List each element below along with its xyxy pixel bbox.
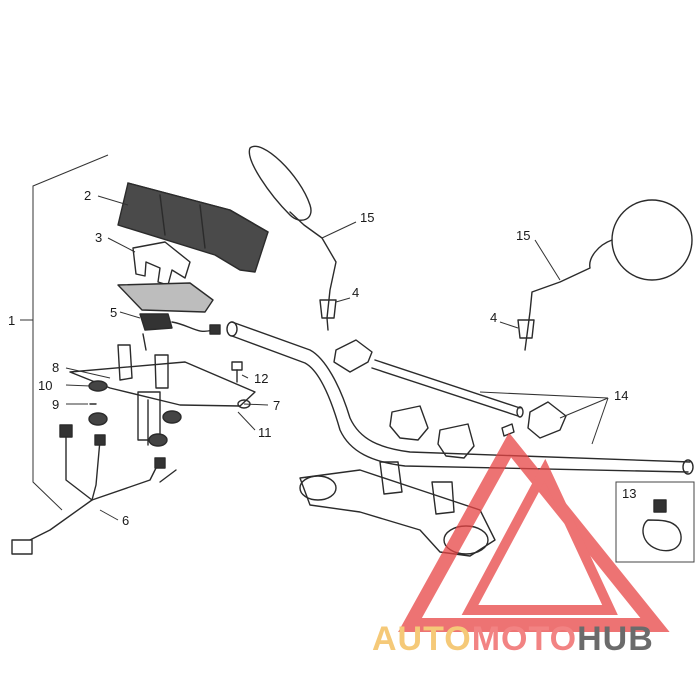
- callout-5: 5: [110, 305, 117, 320]
- triple-clamp: [299, 461, 496, 557]
- crossbar-rod: [371, 359, 524, 418]
- callout-10: 10: [38, 378, 52, 393]
- mirror-left: [248, 145, 337, 331]
- leader-7: [243, 403, 269, 406]
- inset-box-13: [615, 481, 695, 563]
- callout-13: 13: [622, 486, 636, 501]
- leader-4a: [335, 297, 351, 303]
- callout-14: 14: [614, 388, 628, 403]
- connector: [139, 313, 221, 351]
- callout-8: 8: [52, 360, 59, 375]
- leader-14c: [591, 397, 609, 445]
- watermark-word-moto: MOTO: [472, 620, 577, 658]
- leader-15b: [534, 239, 561, 281]
- bracket-1: [32, 154, 109, 511]
- watermark-word-auto: AUTO: [372, 620, 472, 658]
- watermark-text: AUTOMOTOHUB: [372, 620, 654, 658]
- mounting-plate: [69, 344, 256, 409]
- callout-15a: 15: [360, 210, 374, 225]
- leader-4b: [499, 321, 519, 329]
- mirror-right: [517, 199, 693, 351]
- watermark-word-hub: HUB: [577, 620, 654, 658]
- callout-11: 11: [258, 425, 272, 440]
- leader-15a: [321, 221, 357, 239]
- leader-12: [241, 374, 249, 379]
- callout-4b: 4: [490, 310, 497, 325]
- crossbar-clamps: [333, 339, 567, 439]
- watermark-logo: AUTOMOTOHUB: [372, 432, 670, 658]
- leader-14b: [479, 391, 609, 399]
- callout-6: 6: [122, 513, 129, 528]
- leader-3: [107, 237, 136, 253]
- cluster-bracket: [132, 241, 191, 286]
- leader-10: [65, 384, 91, 387]
- leader-14a: [559, 397, 609, 419]
- grommets: [88, 380, 182, 447]
- watermark-triangle-inner: [461, 458, 618, 615]
- screw-12: [231, 361, 243, 383]
- rubber-pad: [117, 282, 214, 313]
- callout-2: 2: [84, 188, 91, 203]
- leader-5: [119, 311, 141, 319]
- leader-8: [65, 367, 111, 379]
- callout-3: 3: [95, 230, 102, 245]
- handlebar-clamps: [389, 405, 475, 459]
- watermark-triangle: [398, 432, 670, 632]
- leader-6: [99, 509, 119, 521]
- callout-12: 12: [254, 371, 268, 386]
- callout-15b: 15: [516, 228, 530, 243]
- leader-11: [237, 411, 256, 431]
- wiring-harness: [11, 424, 177, 555]
- leader-2: [97, 195, 129, 206]
- callout-4a: 4: [352, 285, 359, 300]
- callout-7: 7: [273, 398, 280, 413]
- callout-1: 1: [8, 313, 15, 328]
- callout-9: 9: [52, 397, 59, 412]
- instrument-cluster: [117, 182, 269, 273]
